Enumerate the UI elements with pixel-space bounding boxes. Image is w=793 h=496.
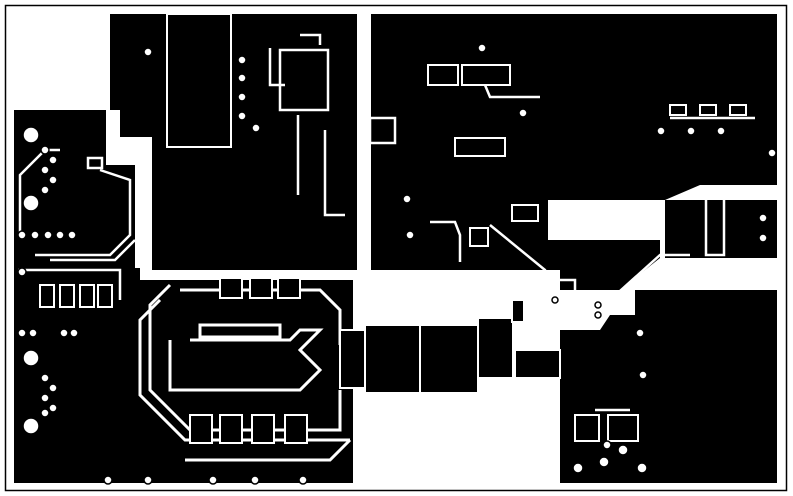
transistor-pads-bottom	[189, 277, 308, 444]
pad-large-top-middle	[166, 13, 232, 148]
pads-top-right	[427, 64, 747, 442]
board-outline	[4, 4, 788, 492]
trace-outlines-top-middle	[268, 33, 397, 217]
trace-outlines-top-right	[430, 84, 755, 412]
trace-outlines-power-stage	[138, 283, 352, 462]
trace-outlines-left-connector	[18, 148, 136, 300]
vias	[17, 43, 777, 485]
inductor-pads-middle	[339, 299, 561, 394]
connector-pad-right	[665, 200, 777, 258]
connector-pads-left	[39, 284, 113, 308]
